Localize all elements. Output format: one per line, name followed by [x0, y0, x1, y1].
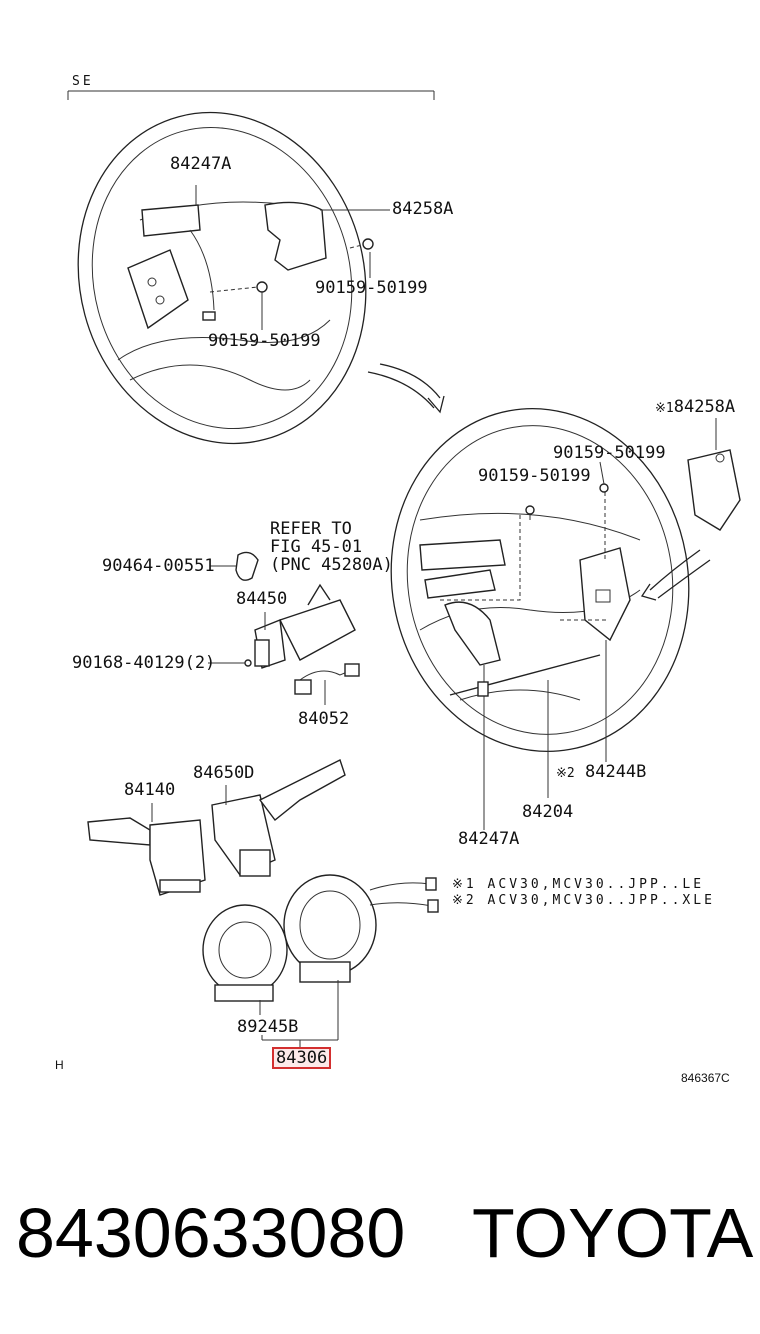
applicability-note-1: ※1 ACV30,MCV30..JPP..LE [452, 877, 705, 892]
part-label-90168-40129[interactable]: 90168-40129(2) [72, 653, 216, 673]
part-label-90464-00551[interactable]: 90464-00551 [102, 556, 215, 576]
part-label-84204[interactable]: 84204 [522, 802, 574, 822]
applicability-note-2: ※2 ACV30,MCV30..JPP..XLE [452, 893, 715, 908]
part-label-84258A-top[interactable]: 84258A [392, 199, 454, 219]
note-marker-2: ※2 [556, 766, 575, 781]
part-label-89245B[interactable]: 89245B [237, 1017, 299, 1037]
part-label-84244B[interactable]: ※2 84244B [556, 763, 646, 783]
sensor-84450 [208, 583, 356, 669]
spiral-89245B [202, 904, 288, 1015]
refer-note-line1: REFER TO [270, 519, 352, 539]
refer-note-line2: FIG 45-01 [270, 537, 363, 557]
note-marker-1: ※1 [655, 401, 674, 416]
switch-84650D [211, 759, 346, 877]
part-label-84650D[interactable]: 84650D [193, 763, 255, 783]
figure-code: 846367C [681, 1071, 730, 1085]
top-screws [195, 185, 374, 330]
part-number-84258A: 84258A [673, 397, 736, 417]
part-label-84247A-bottom[interactable]: 84247A [458, 829, 520, 849]
transition-arrow-top [367, 363, 445, 414]
part-number-84244B: 84244B [584, 762, 647, 782]
clip-90464 [210, 551, 259, 581]
part-label-90159-mid-right[interactable]: 90159-50199 [553, 443, 666, 463]
part-label-90159-mid-left[interactable]: 90159-50199 [478, 466, 591, 486]
refer-note-line3[interactable]: (PNC 45280A) [270, 555, 393, 575]
top-switch-left [127, 204, 216, 330]
part-label-84140[interactable]: 84140 [124, 780, 176, 800]
part-label-84450[interactable]: 84450 [236, 589, 288, 609]
top-cover-right [264, 201, 390, 271]
part-label-84247A-top[interactable]: 84247A [170, 154, 232, 174]
dashed-guides [440, 461, 609, 621]
part-label-84052[interactable]: 84052 [298, 709, 350, 729]
cover-84258A-right [640, 418, 741, 601]
bracket-84306 [261, 1035, 338, 1047]
part-label-90159-top-left[interactable]: 90159-50199 [208, 331, 321, 351]
footer-brand: TOYOTA [472, 1194, 754, 1272]
group-label-se: SE [72, 74, 94, 89]
part-label-90159-top-right[interactable]: 90159-50199 [315, 278, 428, 298]
wire-84052 [294, 663, 360, 705]
switch-84140 [87, 803, 206, 896]
footer-part-number: 8430633080 [16, 1194, 406, 1272]
bottom-switch-right [579, 547, 631, 762]
part-label-84306-highlighted[interactable]: 84306 [272, 1047, 332, 1069]
part-label-84258A-right[interactable]: ※184258A [655, 398, 735, 418]
se-bracket [67, 90, 435, 100]
corner-marker: H [55, 1058, 64, 1072]
spiral-84306 [283, 874, 439, 1040]
bottom-switch-left [419, 539, 506, 830]
wire-84204 [449, 654, 601, 798]
